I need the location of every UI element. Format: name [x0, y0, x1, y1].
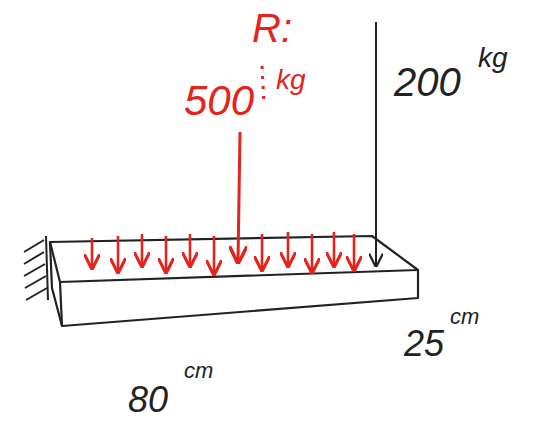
unit-label: kg [478, 44, 508, 72]
fixed-support-hatch [24, 236, 48, 300]
load-value: 200 [394, 62, 461, 102]
resultant-symbol: R: [252, 8, 292, 48]
resultant-arrow [238, 132, 240, 262]
load-value: 500 [184, 80, 254, 122]
unit-label: cm [184, 360, 213, 382]
distributed-load-arrows [92, 232, 354, 274]
resultant-dotted-line [262, 66, 264, 104]
plate-outline [50, 236, 418, 326]
dimension-value: 80 [128, 382, 168, 418]
unit-label: cm [450, 306, 479, 328]
unit-label: kg [276, 66, 306, 94]
dimension-value: 25 [404, 326, 444, 362]
point-load-arrow [375, 22, 377, 266]
